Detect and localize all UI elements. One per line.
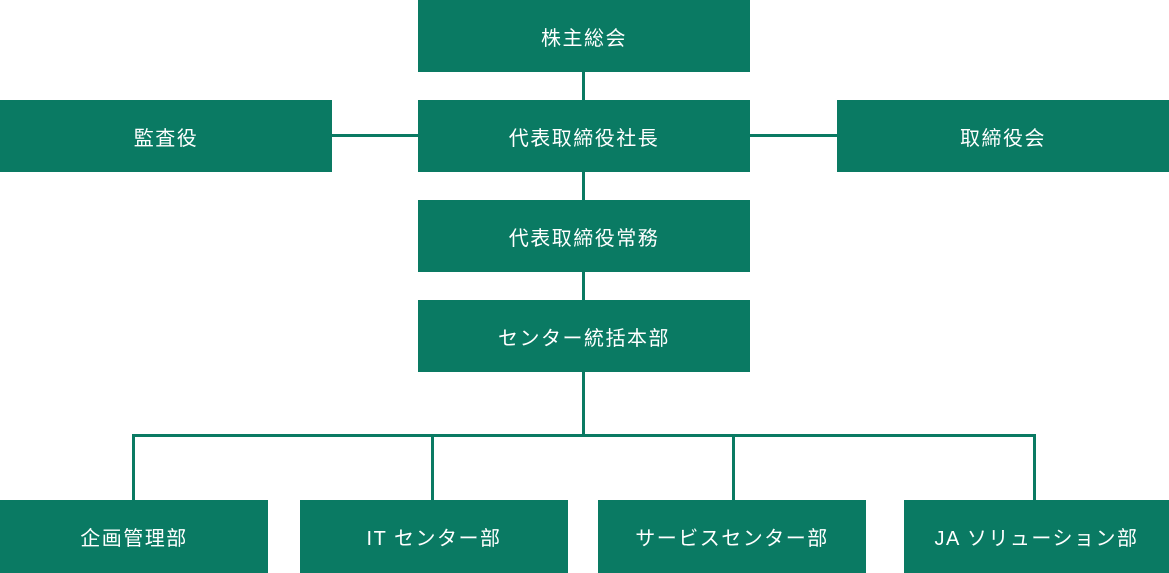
connector-president-board <box>750 134 837 137</box>
connector-bus-servicecenter <box>732 434 735 500</box>
connector-bus-jasolution <box>1033 434 1036 500</box>
connector-president-managing <box>582 172 585 200</box>
connector-managing-centerhq <box>582 272 585 300</box>
connector-auditor-president <box>332 134 418 137</box>
org-node-board-of-directors: 取締役会 <box>837 100 1169 172</box>
org-node-shareholders-meeting: 株主総会 <box>418 0 750 72</box>
org-node-president: 代表取締役社長 <box>418 100 750 172</box>
org-node-managing-director: 代表取締役常務 <box>418 200 750 272</box>
connector-shareholders-president <box>582 72 585 100</box>
connector-bus-itcenter <box>431 434 434 500</box>
org-node-planning-dept: 企画管理部 <box>0 500 268 573</box>
connector-centerhq-bus <box>582 372 585 437</box>
connector-bus-planning <box>132 434 135 500</box>
org-node-auditor: 監査役 <box>0 100 332 172</box>
connector-departments-bus <box>132 434 1036 437</box>
org-node-ja-solution-dept: JA ソリューション部 <box>904 500 1169 573</box>
org-node-it-center-dept: IT センター部 <box>300 500 568 573</box>
org-node-center-headquarters: センター統括本部 <box>418 300 750 372</box>
org-node-service-center-dept: サービスセンター部 <box>598 500 866 573</box>
